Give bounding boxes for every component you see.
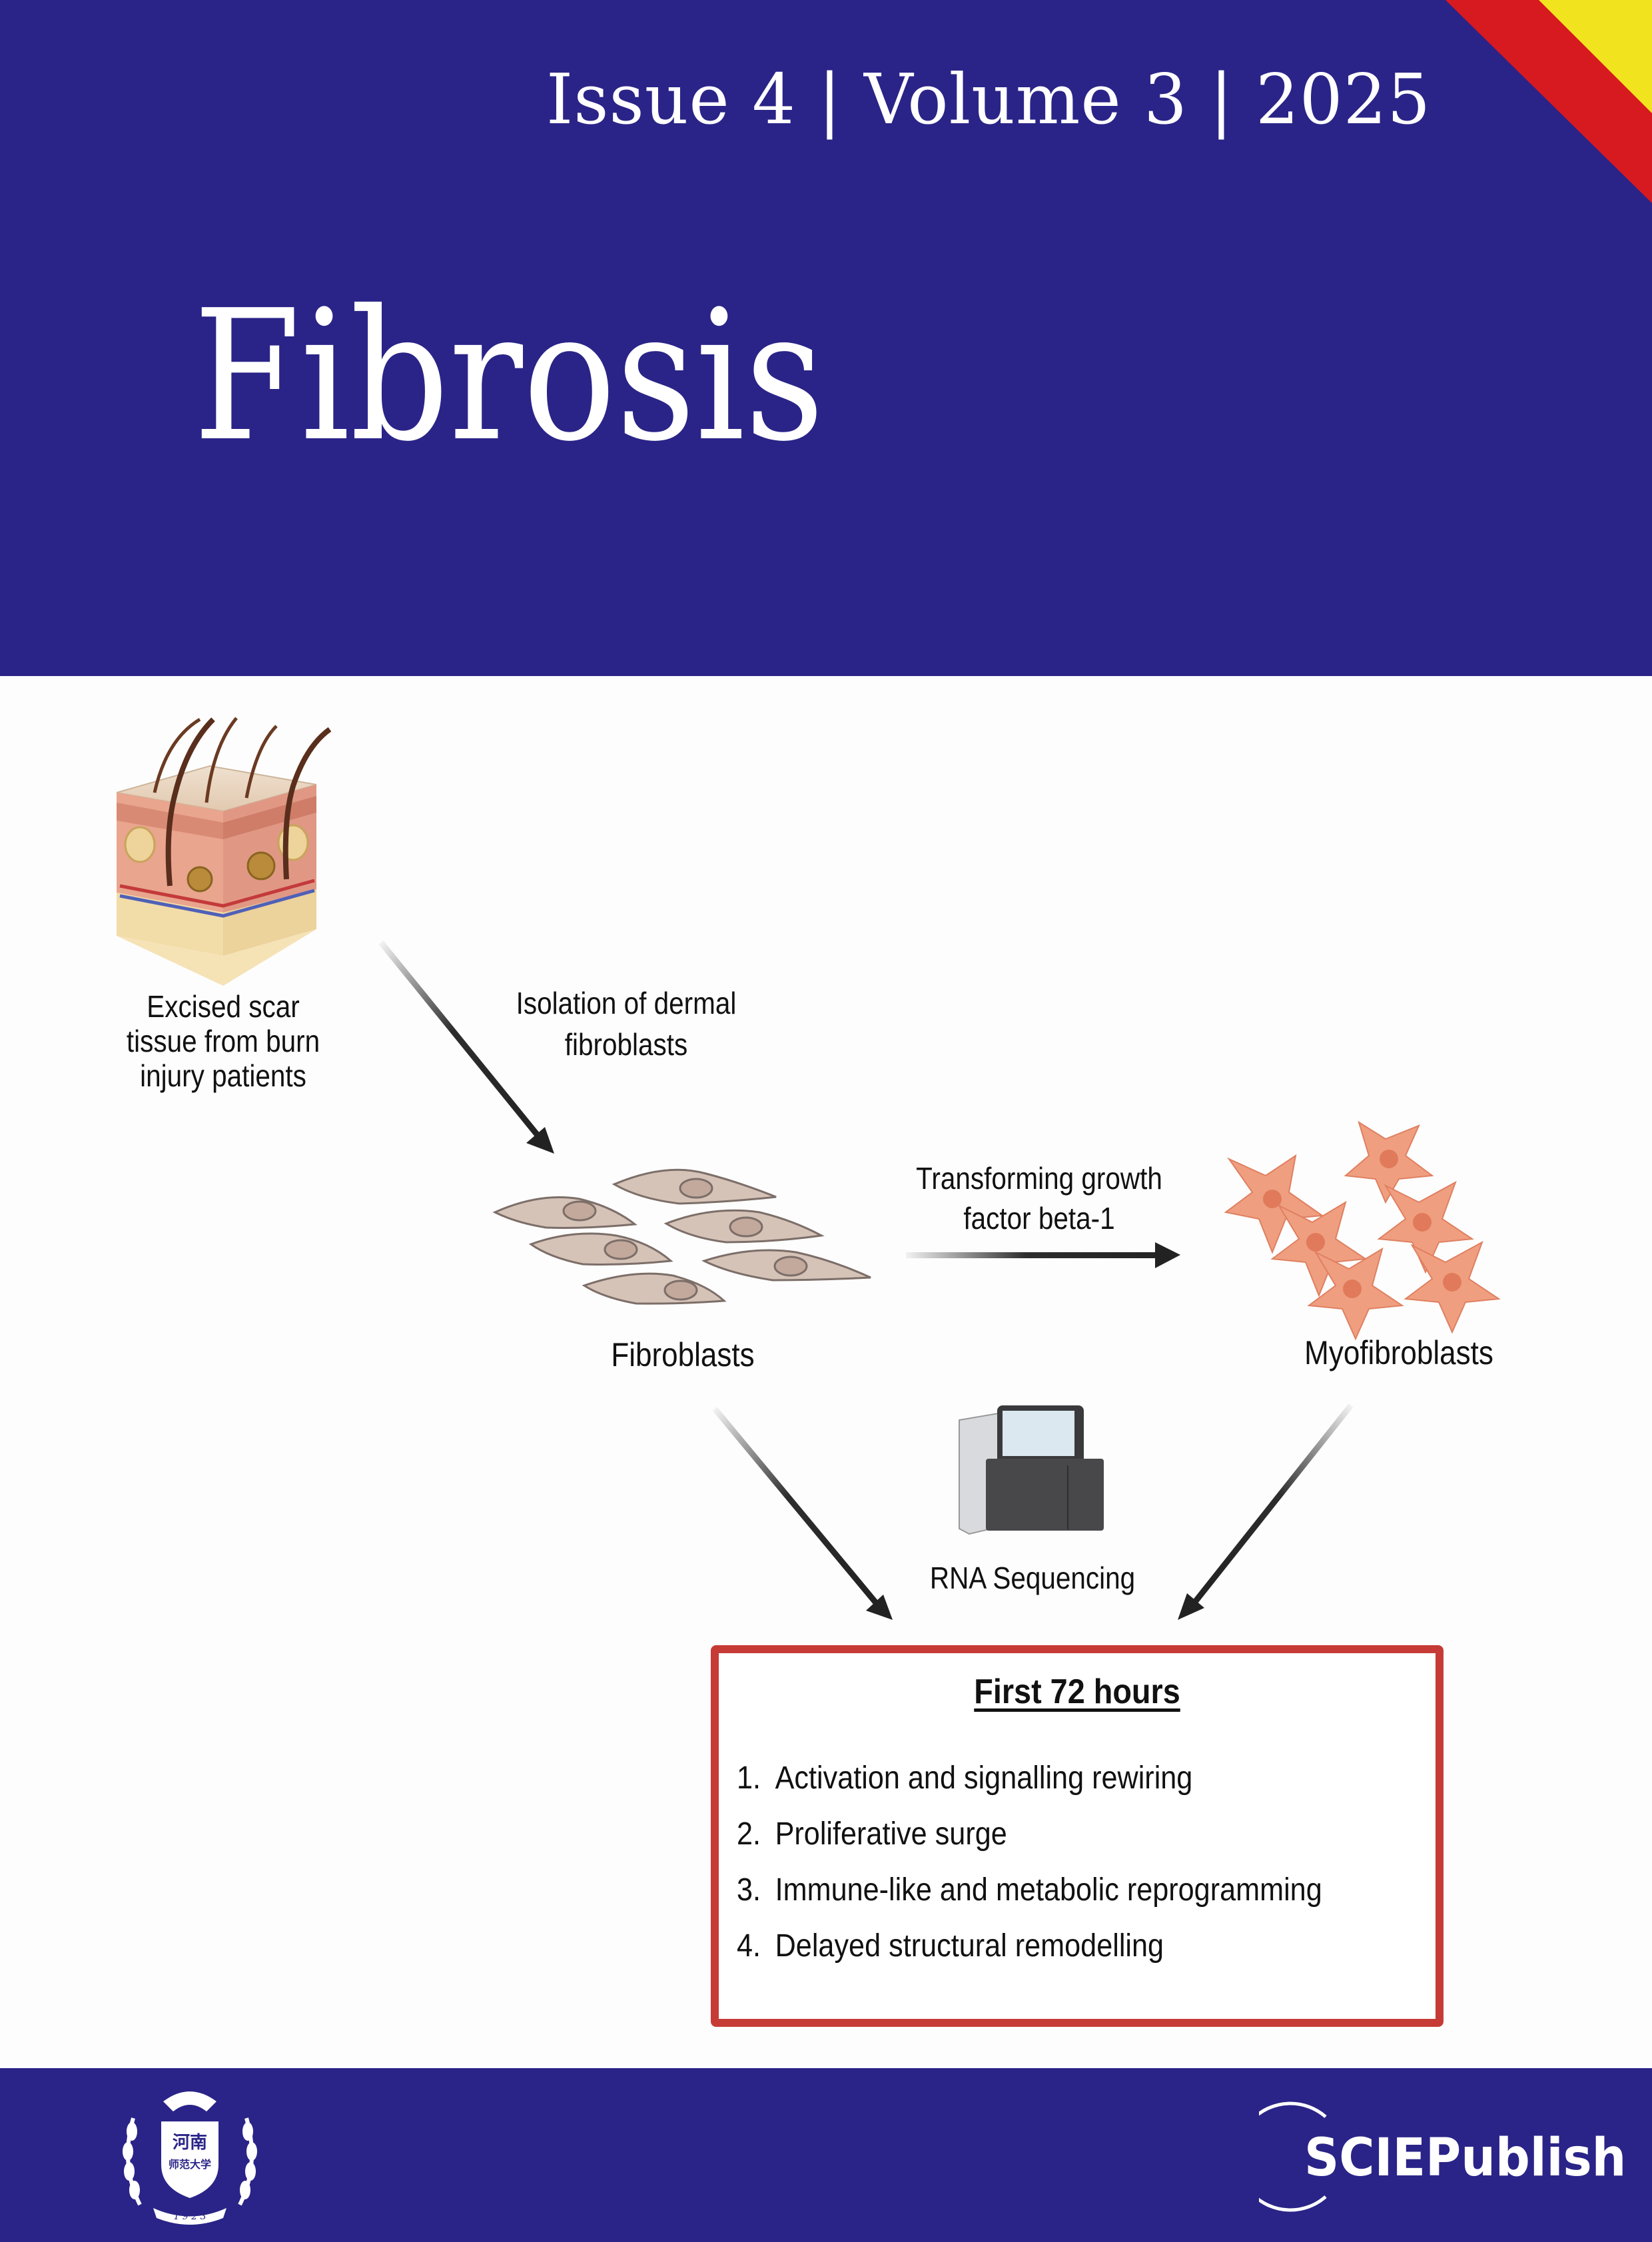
summary-item-text: Activation and signalling rewiring [775,1760,1193,1796]
myofibroblast-cell [1404,1240,1501,1334]
diagram-graphics [116,717,1501,1620]
seal-shield [161,2121,218,2198]
tgf-caption-line: Transforming growth [916,1161,1162,1196]
summary-box: First 72 hours 1. Activation and signalli… [711,1645,1444,2027]
summary-item: 1. Activation and signalling rewiring [737,1760,1192,1796]
tgf-caption-line: factor beta-1 [963,1201,1115,1236]
seal-year: 1 9 2 3 [174,2211,206,2222]
arrow-myofibroblasts-to-box [1178,1403,1354,1620]
isolation-caption-line: Isolation of dermal [516,986,737,1020]
fibroblast-cell [663,1209,825,1244]
skin-caption-line: Excised scar [147,989,300,1024]
journal-title: Fibrosis [193,271,825,481]
cover-footer-band [0,2068,1652,2242]
tgf-caption: Transforming growth factor beta-1 [899,1161,1180,1236]
rna-sequencing-label: RNA Sequencing [929,1561,1136,1595]
myofibroblast-cell [1224,1154,1324,1254]
myofibroblasts-icon [1224,1120,1501,1341]
fibroblast-cell [701,1249,871,1282]
fibroblast-cell [612,1168,777,1205]
summary-item-number: 1. [737,1760,761,1796]
summary-item: 2. Proliferative surge [737,1816,1007,1852]
fibroblasts-icon [492,1168,871,1305]
yellow-stripe [1539,0,1652,113]
summary-item-text: Proliferative surge [775,1816,1007,1852]
summary-box-title: First 72 hours [974,1673,1180,1711]
corner-stripes [1446,0,1652,203]
summary-item-text: Delayed structural remodelling [775,1928,1164,1964]
summary-item: 3. Immune-like and metabolic reprogrammin… [737,1872,1322,1908]
isolation-caption: Isolation of dermal fibroblasts [497,986,755,1062]
issue-volume-year: Issue 4 | Volume 3 | 2025 [546,59,1432,140]
seal-text-top: 河南 [173,2133,207,2153]
myofibroblasts-label: Myofibroblasts [1304,1334,1493,1371]
cover-header-band: Issue 4 | Volume 3 | 2025 Fibrosis [0,0,1652,676]
rna-sequencer-icon [959,1405,1104,1535]
arrow-fibroblasts-to-box [712,1407,893,1620]
myofibroblast-cell [1344,1120,1434,1204]
skin-caption: Excised scar tissue from burn injury pat… [109,989,337,1093]
summary-item: 4. Delayed structural remodelling [737,1928,1164,1964]
skin-caption-line: injury patients [140,1058,306,1093]
arrow-tgf-beta [906,1242,1180,1268]
skin-caption-line: tissue from burn [126,1024,320,1058]
skin-tissue-icon [116,717,332,986]
summary-item-text: Immune-like and metabolic reprogramming [775,1872,1322,1908]
fibroblast-cell [582,1272,727,1305]
isolation-caption-line: fibroblasts [564,1027,688,1062]
myofibroblast-cell [1307,1247,1404,1341]
summary-item-number: 4. [737,1928,761,1964]
seal-text-bottom: 师范大学 [169,2158,211,2171]
fibroblasts-label: Fibroblasts [611,1336,755,1373]
fibroblast-cell [528,1232,673,1266]
myofibroblast-cell [1377,1180,1474,1274]
summary-item-number: 2. [737,1816,761,1852]
fibroblast-cell [492,1196,637,1229]
summary-item-number: 3. [737,1872,761,1908]
university-seal-logo: 河南 师范大学 1 9 2 3 [123,2091,257,2225]
arrow-isolation [378,940,554,1154]
publisher-logo-text: SCIEPublish [1304,2128,1627,2188]
sciepublish-circle-icon [1259,2101,1327,2212]
